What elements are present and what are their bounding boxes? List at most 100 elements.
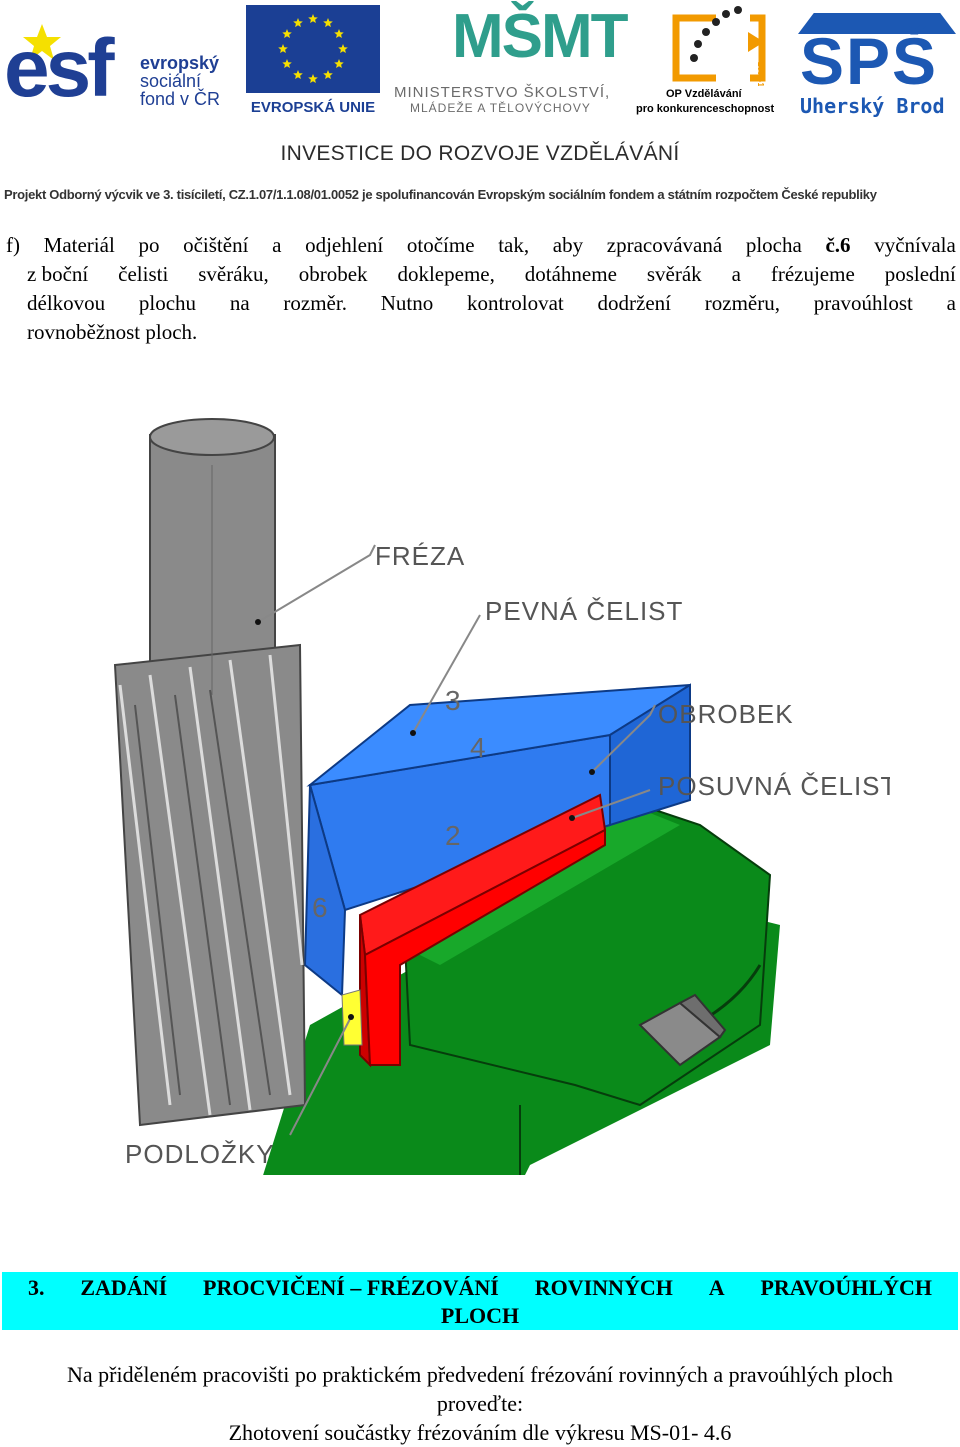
word: tak, <box>498 233 530 257</box>
word: čelisti <box>118 262 169 286</box>
task-text: Na přiděleném pracovišti po praktickém p… <box>0 1360 960 1447</box>
word: č.6 <box>825 231 850 260</box>
screw-side <box>678 993 727 1039</box>
leader-podlozky <box>289 1016 352 1136</box>
word: rozměru, <box>704 291 780 315</box>
word: po <box>138 233 160 257</box>
leader-obrobek <box>591 704 656 773</box>
eu-star <box>308 14 318 23</box>
word: vyčnívala <box>874 233 956 257</box>
header-logos: esf evropský sociální fond v ČR EVROPSKÁ… <box>0 0 960 125</box>
cutter-shank-top <box>149 418 275 456</box>
msmt-monogram: MŠMT <box>452 2 629 71</box>
label-podlozky: PODLOŽKY <box>125 1139 275 1169</box>
label-posuvna-celist: POSUVNÁ ČELIST <box>658 771 890 801</box>
sps-city: Uherský Brod <box>800 94 945 118</box>
task-line-1: Na přiděleném pracovišti po praktickém p… <box>67 1362 893 1387</box>
workpiece <box>303 683 691 998</box>
vise-body <box>263 803 780 1175</box>
face-number-3: 3 <box>445 685 461 716</box>
op-logo: 2007-13 OP Vzdělávání pro konkurencescho… <box>636 2 788 120</box>
word: a <box>731 262 741 286</box>
word: Materiál <box>43 233 115 257</box>
word: na <box>229 291 250 315</box>
word: odjehlení <box>305 233 384 257</box>
label-obrobek: OBROBEK <box>658 699 794 729</box>
word: pravoúhlost <box>813 291 913 315</box>
eu-flag <box>246 5 380 93</box>
task-line-3: Zhotovení součástky frézováním dle výkre… <box>228 1420 732 1445</box>
word: aby <box>552 233 584 257</box>
leader-freza <box>257 544 376 623</box>
word: svěrák <box>646 262 702 286</box>
msmt-line-1: MINISTERSTVO ŠKOLSTVÍ, <box>394 84 611 101</box>
word: dodržení <box>597 291 672 315</box>
eu-star <box>278 44 288 53</box>
msmt-logo: MŠMT MINISTERSTVO ŠKOLSTVÍ, MLÁDEŽE A TĚ… <box>392 2 630 120</box>
word: obrobek <box>298 262 368 286</box>
op-line-1: OP Vzdělávání <box>666 88 742 100</box>
eu-star <box>334 59 344 68</box>
workpiece-side <box>609 683 691 827</box>
esf-logo: esf evropský sociální fond v ČR <box>2 4 240 119</box>
word: plochu <box>138 291 197 315</box>
word: doklepeme, <box>397 262 495 286</box>
op-years: 2007-13 <box>756 62 765 86</box>
word: a <box>946 291 956 315</box>
esf-mark: esf <box>4 23 114 114</box>
para-line-2: z boční čelisti svěráku, obrobek doklepe… <box>6 260 956 289</box>
leader-lines <box>257 544 656 1136</box>
label-freza: FRÉZA <box>375 541 465 571</box>
milling-setup-figure: FRÉZA PEVNÁ ČELIST OBROBEK POSUVNÁ ČELIS… <box>80 405 890 1175</box>
eu-star <box>293 70 303 79</box>
esf-line-2: sociální <box>140 71 202 91</box>
word: zpracovávaná <box>606 233 723 257</box>
word: otočíme <box>406 233 475 257</box>
title-word: ROVINNÝCH <box>534 1275 673 1300</box>
eu-star <box>293 18 303 28</box>
word: Nutno <box>380 291 434 315</box>
title-word: 3. <box>28 1275 45 1300</box>
eu-star <box>338 44 348 53</box>
investice-heading: INVESTICE DO ROZVOJE VZDĚLÁVÁNÍ <box>280 142 680 165</box>
milling-setup-drawing: FRÉZA PEVNÁ ČELIST OBROBEK POSUVNÁ ČELIS… <box>113 418 890 1175</box>
word: poslední <box>884 262 956 286</box>
esf-text: evropský sociální fond v ČR <box>140 54 220 108</box>
title-word: ZADÁNÍ <box>80 1275 168 1300</box>
word: a <box>272 233 282 257</box>
project-line: Projekt Odborný výcvik ve 3. tisíciletí,… <box>4 187 877 202</box>
star-icon <box>23 24 61 60</box>
leader-pevna-celist <box>412 614 481 734</box>
face-number-4: 4 <box>470 732 486 763</box>
word: frézujeme <box>770 262 855 286</box>
section-title-line-2: PLOCH <box>440 1303 520 1328</box>
eu-star <box>334 29 344 38</box>
op-line-2: pro konkurenceschopnost <box>636 103 775 115</box>
section-title-line-1: 3. ZADÁNÍ PROCVIČENÍ – FRÉZOVÁNÍ ROVINNÝ… <box>28 1274 932 1302</box>
op-emblem-icon: 2007-13 <box>672 6 766 86</box>
eu-star <box>308 74 318 83</box>
surface-number: č.6 <box>825 233 851 257</box>
eu-caption: EVROPSKÁ UNIE <box>250 99 376 116</box>
title-word: PROCVIČENÍ – FRÉZOVÁNÍ <box>203 1275 499 1300</box>
section-banner: 3. ZADÁNÍ PROCVIČENÍ – FRÉZOVÁNÍ ROVINNÝ… <box>2 1272 958 1330</box>
msmt-line-2: MLÁDEŽE A TĚLOVÝCHOVY <box>410 101 591 115</box>
sps-mark: SPŠ <box>800 24 939 98</box>
task-line-2: proveďte: <box>436 1391 524 1416</box>
para-line-3: délkovou plochu na rozměr. Nutno kontrol… <box>6 289 956 318</box>
cutter-flute-edges <box>118 654 304 1116</box>
vise-slide-top <box>400 807 680 965</box>
eu-star <box>323 70 333 79</box>
para-line-1: f) Materiál po očištění a odjehlení otoč… <box>6 231 956 260</box>
moving-jaw <box>358 793 607 1068</box>
title-word: A <box>708 1275 725 1300</box>
sps-logo: SPŠ Uherský Brod <box>798 6 958 120</box>
vise-screw <box>638 993 727 1067</box>
sps-roof <box>798 13 956 34</box>
cutter-flute-shadows <box>134 689 271 1106</box>
eu-logo: EVROPSKÁ UNIE <box>246 5 382 119</box>
leader-dots <box>255 619 595 1020</box>
eu-star <box>282 29 292 38</box>
title-word: PRAVOÚHLÝCH <box>760 1275 932 1300</box>
milling-cutter <box>113 418 307 1127</box>
